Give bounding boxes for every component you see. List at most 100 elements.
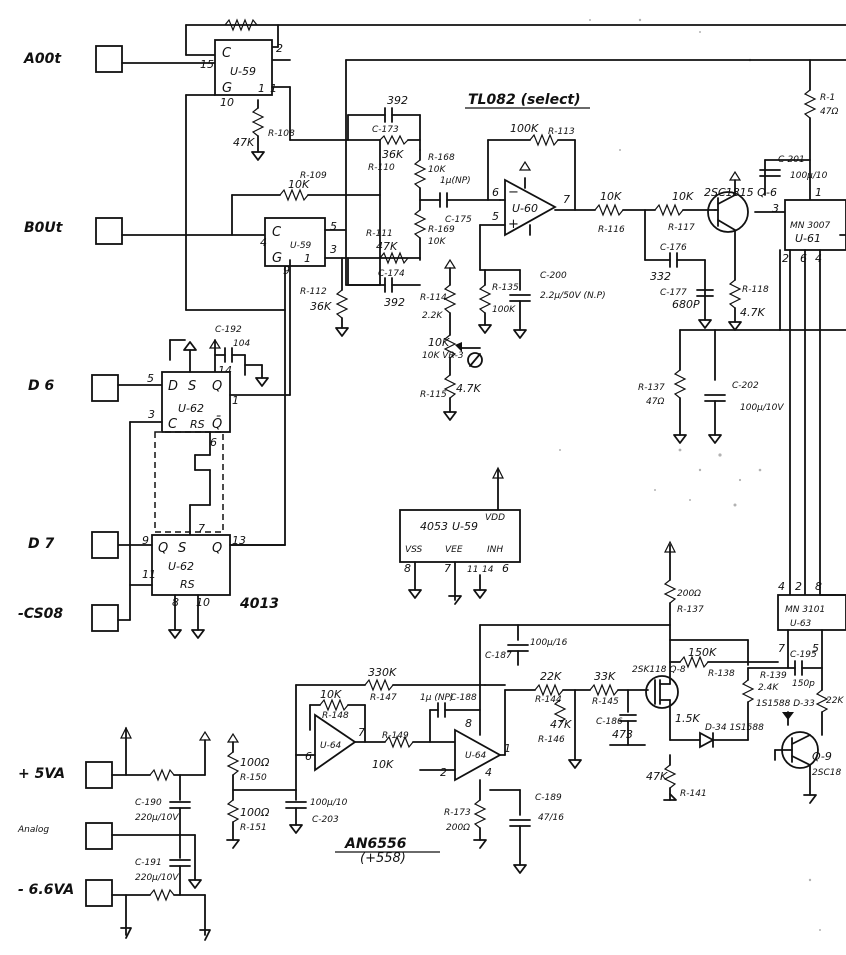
q6-transistor: 2SC1815 Q-6 C-177 680P R-118 4.7K 3 xyxy=(660,170,786,331)
u63-clock: MN 3101 U-63 4 2 8 7 5 xyxy=(747,580,846,691)
svg-text:6: 6 xyxy=(492,186,499,199)
svg-text:1: 1 xyxy=(232,394,239,407)
svg-text:7: 7 xyxy=(358,726,365,739)
a-out-connector: A00t xyxy=(23,45,216,73)
c173-r110: 392 C-173 36K R-110 xyxy=(347,94,421,173)
svg-text:U-62: U-62 xyxy=(168,560,194,573)
svg-text:6: 6 xyxy=(210,436,217,449)
svg-text:U-59: U-59 xyxy=(452,520,478,533)
svg-text:R-150: R-150 xyxy=(240,773,267,783)
svg-text:5: 5 xyxy=(147,372,154,385)
svg-text:D 7: D 7 xyxy=(28,536,54,552)
svg-text:6: 6 xyxy=(305,750,312,763)
b-out-connector: B0Ut xyxy=(24,217,266,245)
svg-text:+ 5VA: + 5VA xyxy=(18,766,65,782)
svg-text:3: 3 xyxy=(772,202,779,215)
svg-text:R-139: R-139 xyxy=(760,671,787,681)
r137-200: 200Ω R-137 xyxy=(479,540,749,736)
svg-text:C-173: C-173 xyxy=(372,125,399,135)
svg-text:100Ω: 100Ω xyxy=(240,806,270,819)
svg-text:VEE: VEE xyxy=(445,545,463,555)
svg-text:10K: 10K xyxy=(428,237,446,247)
svg-text:Q: Q xyxy=(158,541,168,556)
svg-text:6: 6 xyxy=(502,562,509,575)
r108: 47K R-108 xyxy=(233,99,295,161)
svg-text:VDD: VDD xyxy=(485,513,505,523)
svg-text:1μ (NP): 1μ (NP) xyxy=(420,693,454,703)
u60-opamp: U-60 − + 6 5 7 100K R-113 xyxy=(479,122,596,271)
svg-text:7: 7 xyxy=(778,642,785,655)
svg-text:1: 1 xyxy=(258,82,265,95)
svg-text:4.7K: 4.7K xyxy=(456,382,481,395)
a-out-label: A00t xyxy=(23,51,62,67)
svg-text:2: 2 xyxy=(782,252,789,265)
svg-text:VSS: VSS xyxy=(405,545,423,555)
r1-top: R-1 47Ω C-201 100μ/10 xyxy=(759,59,838,201)
svg-text:8: 8 xyxy=(404,562,411,575)
vr3-chain: R-114 2.2K 10K 10K VR-3 R-115 4.7K xyxy=(420,258,483,421)
r112-c174: C-174 392 R-111 47K xyxy=(347,229,421,309)
svg-text:Q̄: Q̄ xyxy=(212,417,222,432)
power-analog-gnd: Analog xyxy=(17,822,202,889)
svg-text:G: G xyxy=(222,81,232,96)
svg-text:R-117: R-117 xyxy=(668,223,695,233)
u62-bottom: Q S Q U-62 RS 7 9 11 13 8 10 xyxy=(117,469,286,639)
svg-text:33K: 33K xyxy=(594,670,616,683)
svg-text:47K: 47K xyxy=(550,718,572,731)
svg-text:9: 9 xyxy=(142,534,149,547)
svg-text:U-60: U-60 xyxy=(512,202,538,215)
svg-text:B0Ut: B0Ut xyxy=(24,220,64,236)
svg-text:Q-9: Q-9 xyxy=(812,750,832,763)
svg-text:R-113: R-113 xyxy=(548,127,575,137)
svg-text:R-118: R-118 xyxy=(742,285,769,295)
svg-text:R-109: R-109 xyxy=(300,171,327,181)
svg-text:104: 104 xyxy=(233,339,250,349)
svg-text:C-177: C-177 xyxy=(660,288,687,298)
svg-text:U-62: U-62 xyxy=(178,402,204,415)
svg-text:5: 5 xyxy=(492,210,499,223)
svg-text:47K: 47K xyxy=(376,240,398,253)
svg-text:2: 2 xyxy=(440,766,447,779)
svg-text:100μ/10: 100μ/10 xyxy=(310,798,348,808)
svg-text:220μ/10V: 220μ/10V xyxy=(135,813,179,823)
svg-text:2: 2 xyxy=(276,42,283,55)
svg-text:R-151: R-151 xyxy=(240,823,267,833)
svg-text:C-202: C-202 xyxy=(732,381,759,391)
svg-text:4: 4 xyxy=(815,252,822,265)
svg-text:150K: 150K xyxy=(688,646,717,659)
svg-text:R-168: R-168 xyxy=(428,153,455,163)
r143-r142: 22K R-144 33K R-145 C-186 473 47K R-146 xyxy=(504,670,649,769)
svg-text:10K VR-3: 10K VR-3 xyxy=(422,351,464,361)
svg-text:R-137: R-137 xyxy=(638,383,665,393)
svg-text:10K: 10K xyxy=(320,688,342,701)
svg-text:2.2μ/50V (N.P): 2.2μ/50V (N.P) xyxy=(540,291,606,301)
r148-r149: 100Ω R-150 100Ω R-151 100μ/10 C-203 xyxy=(226,732,348,849)
svg-text:R-137: R-137 xyxy=(677,605,704,615)
c187: C-187 100μ/16 xyxy=(485,624,568,666)
cs08-connector: -CS08 xyxy=(18,604,131,632)
svg-text:6: 6 xyxy=(800,252,807,265)
svg-text:1: 1 xyxy=(270,82,277,95)
svg-text:C-195: C-195 xyxy=(790,650,817,660)
svg-text:U-59: U-59 xyxy=(230,65,256,78)
svg-text:2: 2 xyxy=(795,580,802,593)
svg-text:2SC18: 2SC18 xyxy=(812,768,841,778)
ff-dashed-link xyxy=(154,431,224,533)
svg-text:8: 8 xyxy=(465,717,472,730)
svg-text:22K: 22K xyxy=(540,670,562,683)
svg-text:C-203: C-203 xyxy=(312,815,339,825)
u64-opamp-b: U-64 8 2 1 4 1μ (NP) C-188 R-173 200Ω C-… xyxy=(419,684,564,874)
svg-text:36K: 36K xyxy=(310,300,332,313)
r116-r117: 10K R-116 10K R-117 C-176 332 xyxy=(594,190,716,283)
svg-text:RS: RS xyxy=(190,418,205,431)
svg-text:R-147: R-147 xyxy=(370,693,397,703)
svg-text:C-191: C-191 xyxy=(135,858,162,868)
svg-text:2SK118 Q-8: 2SK118 Q-8 xyxy=(632,665,686,675)
r140-d34: D-34 1S1588 1.5K 47K R-141 xyxy=(646,712,764,801)
svg-text:R-110: R-110 xyxy=(368,163,395,173)
svg-text:5: 5 xyxy=(330,220,337,233)
svg-text:392: 392 xyxy=(387,94,408,107)
tl082-title: TL082 (select) xyxy=(465,92,590,109)
svg-text:Q: Q xyxy=(212,541,222,556)
power-m66va: C-191 220μ/10V - 6.6VA xyxy=(18,834,211,941)
